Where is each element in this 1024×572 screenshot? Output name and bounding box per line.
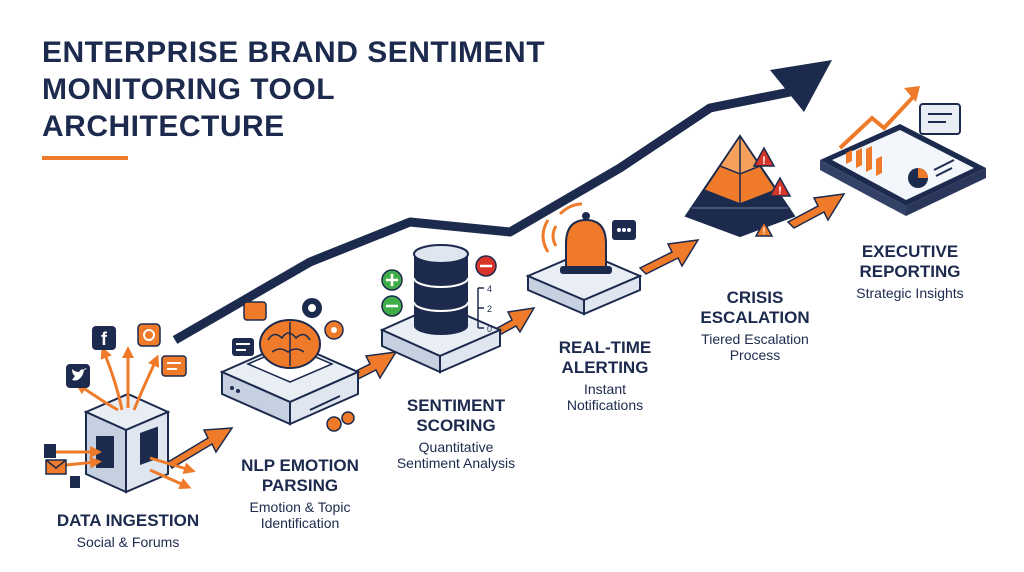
gear-icon [302, 298, 355, 432]
scale-tick-4: 4 [487, 284, 492, 294]
flow-arrow-4 [638, 239, 700, 275]
title-line-2: MONITORING TOOL [42, 73, 336, 106]
document-icon [44, 444, 80, 488]
flow-arrow-1 [166, 427, 234, 470]
stage-title-line: DATA INGESTION [56, 511, 200, 530]
notification-bubble-icon [612, 220, 636, 240]
stage-title: EXECUTIVE REPORTING [830, 242, 990, 282]
database-icon [413, 244, 469, 335]
scale-tick-2: 2 [487, 304, 492, 314]
page-title: ENTERPRISE BRAND SENTIMENT MONITORING TO… [42, 34, 562, 145]
stage-title-line: NLP EMOTION [241, 456, 359, 475]
svg-text:!: ! [762, 155, 766, 167]
stage-desc-line: Instant [583, 381, 627, 397]
stage-desc-line: Strategic Insights [856, 285, 964, 301]
stage-title-line: REAL-TIME [558, 338, 652, 357]
stage-desc-line: Notifications [566, 397, 644, 413]
stage-title-line: SENTIMENT [406, 396, 506, 415]
facebook-icon: f [92, 326, 116, 350]
pyramid-icon [684, 134, 796, 238]
stage-description: Tiered Escalation Process [670, 331, 840, 363]
warning-icon: ! ! ! [752, 146, 792, 237]
title-line-1: ENTERPRISE BRAND SENTIMENT [42, 36, 546, 69]
instagram-icon [137, 323, 161, 347]
bell-icon [541, 202, 612, 274]
mail-icon [45, 459, 67, 475]
brain-icon [259, 319, 321, 369]
stage-title: REAL-TIME ALERTING [530, 338, 680, 378]
flow-arrow-5 [786, 193, 846, 229]
stage-description: Quantitative Sentiment Analysis [372, 439, 540, 471]
stage-description: Instant Notifications [530, 381, 680, 413]
stage-executive-reporting: EXECUTIVE REPORTING Strategic Insights [830, 242, 990, 301]
stage-title: NLP EMOTION PARSING [210, 456, 390, 496]
report-trend-arrow-icon [838, 86, 920, 150]
stage-real-time-alerting: REAL-TIME ALERTING Instant Notifications [530, 338, 680, 413]
stage-desc-line: Social & Forums [76, 534, 180, 550]
stage-desc-line: Quantitative [418, 439, 494, 455]
chat-icon [161, 355, 187, 377]
stage-desc-line: Sentiment Analysis [396, 455, 516, 471]
stage-crisis-escalation: CRISIS ESCALATION Tiered Escalation Proc… [670, 288, 840, 363]
stage-title-line: PARSING [261, 476, 339, 495]
stage-title-line: EXECUTIVE [861, 242, 959, 261]
stage-description: Strategic Insights [830, 285, 990, 301]
stage-desc-line: Identification [260, 515, 340, 531]
stage-title: SENTIMENT SCORING [372, 396, 540, 436]
plus-icon [381, 269, 403, 291]
stage-title: DATA INGESTION [38, 511, 218, 531]
stage-desc-line: Process [729, 347, 781, 363]
stage-title-line: SCORING [416, 416, 496, 435]
data-ingestion-cube-icon [55, 346, 196, 494]
stage-sentiment-scoring: SENTIMENT SCORING Quantitative Sentiment… [372, 396, 540, 471]
stage-desc-line: Emotion & Topic [249, 499, 351, 515]
stage-nlp-emotion-parsing: NLP EMOTION PARSING Emotion & Topic Iden… [210, 456, 390, 531]
stage-title-line: CRISIS [726, 288, 784, 307]
svg-text:!: ! [763, 226, 766, 236]
stage-title: CRISIS ESCALATION [670, 288, 840, 328]
minus-green-icon [381, 295, 403, 317]
svg-text:!: ! [778, 185, 782, 197]
stage-title-line: ALERTING [561, 358, 649, 377]
svg-text:f: f [101, 329, 108, 349]
stage-description: Emotion & Topic Identification [210, 499, 390, 531]
minus-red-icon [475, 255, 497, 277]
speech-bubble-icon [232, 301, 267, 356]
message-card-icon [919, 103, 961, 135]
stage-data-ingestion: DATA INGESTION Social & Forums [38, 511, 218, 550]
tablet-dashboard-icon [820, 124, 986, 216]
growth-trend-arrow [172, 60, 832, 344]
twitter-icon [66, 364, 90, 388]
stage-title-line: ESCALATION [700, 308, 810, 327]
stage-description: Social & Forums [38, 534, 218, 550]
score-scale: 4 2 0 [477, 284, 492, 334]
title-underline [42, 156, 128, 160]
title-line-3: ARCHITECTURE [42, 110, 285, 143]
stage-title-line: REPORTING [859, 262, 961, 281]
stage-desc-line: Tiered Escalation [701, 331, 809, 347]
scale-tick-0: 0 [487, 324, 492, 334]
